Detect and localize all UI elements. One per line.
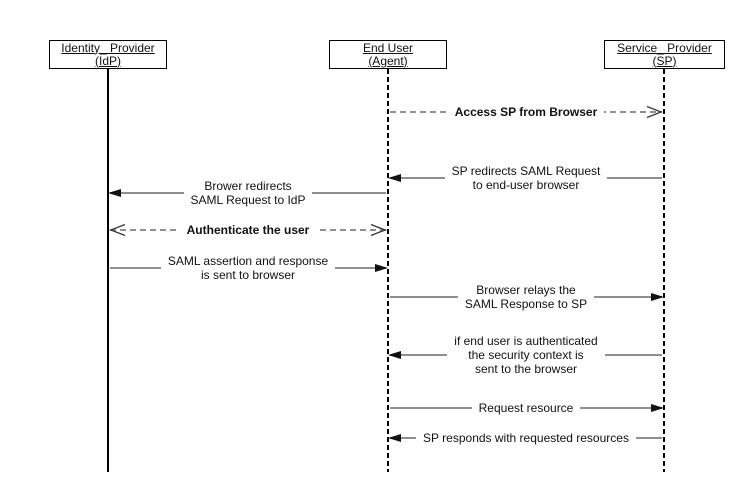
message-label: SAML assertion and response is sent to b… bbox=[160, 254, 336, 282]
filled-arrowhead-left-icon bbox=[388, 434, 401, 442]
message-label: SP responds with requested resources bbox=[416, 431, 636, 445]
actor-name: Identity_ Provider bbox=[61, 40, 155, 55]
message-label: Brower redirects SAML Request to IdP bbox=[183, 179, 313, 207]
message-label: if end user is authenticated the securit… bbox=[447, 334, 605, 376]
open-arrowhead-left-icon bbox=[109, 223, 126, 237]
lifeline-service-provider bbox=[663, 69, 665, 472]
message-access-sp-from-browser: Access SP from Browser bbox=[388, 98, 664, 126]
filled-arrowhead-right-icon bbox=[375, 264, 388, 272]
actor-subtitle: (SP) bbox=[652, 53, 677, 68]
filled-arrowhead-left-icon bbox=[108, 189, 121, 197]
message-sp-redirects-saml-request: SP redirects SAML Request to end-user br… bbox=[388, 162, 664, 194]
actor-identity-provider: Identity_ Provider (IdP) bbox=[49, 40, 167, 69]
message-label: SP redirects SAML Request to end-user br… bbox=[444, 164, 608, 192]
message-label: Access SP from Browser bbox=[447, 105, 605, 119]
lifeline-identity-provider bbox=[107, 69, 109, 472]
message-label: Request resource bbox=[471, 401, 581, 415]
actor-end-user: End User (Agent) bbox=[329, 40, 447, 69]
message-browser-relays-saml-response: Browser relays the SAML Response to SP bbox=[388, 281, 664, 313]
filled-arrowhead-right-icon bbox=[651, 404, 664, 412]
message-saml-assertion-and-response: SAML assertion and response is sent to b… bbox=[108, 252, 388, 284]
message-security-context-sent: if end user is authenticated the securit… bbox=[388, 332, 664, 378]
open-arrowhead-right-icon bbox=[370, 223, 387, 237]
message-request-resource: Request resource bbox=[388, 394, 664, 422]
message-sp-responds-with-resources: SP responds with requested resources bbox=[388, 424, 664, 452]
actor-subtitle: (Agent) bbox=[368, 53, 408, 68]
actor-subtitle: (IdP) bbox=[94, 53, 121, 68]
filled-arrowhead-left-icon bbox=[388, 174, 401, 182]
message-label: Browser relays the SAML Response to SP bbox=[457, 283, 595, 311]
filled-arrowhead-left-icon bbox=[388, 351, 401, 359]
message-label: Authenticate the user bbox=[179, 223, 317, 237]
actor-name: End User bbox=[362, 40, 414, 55]
actor-name: Service_ Provider bbox=[617, 40, 712, 55]
message-authenticate-the-user: Authenticate the user bbox=[108, 216, 388, 244]
filled-arrowhead-right-icon bbox=[651, 293, 664, 301]
message-browser-redirects-saml-request: Brower redirects SAML Request to IdP bbox=[108, 177, 388, 209]
actor-service-provider: Service_ Provider (SP) bbox=[604, 40, 725, 69]
open-arrowhead-right-icon bbox=[646, 105, 663, 119]
